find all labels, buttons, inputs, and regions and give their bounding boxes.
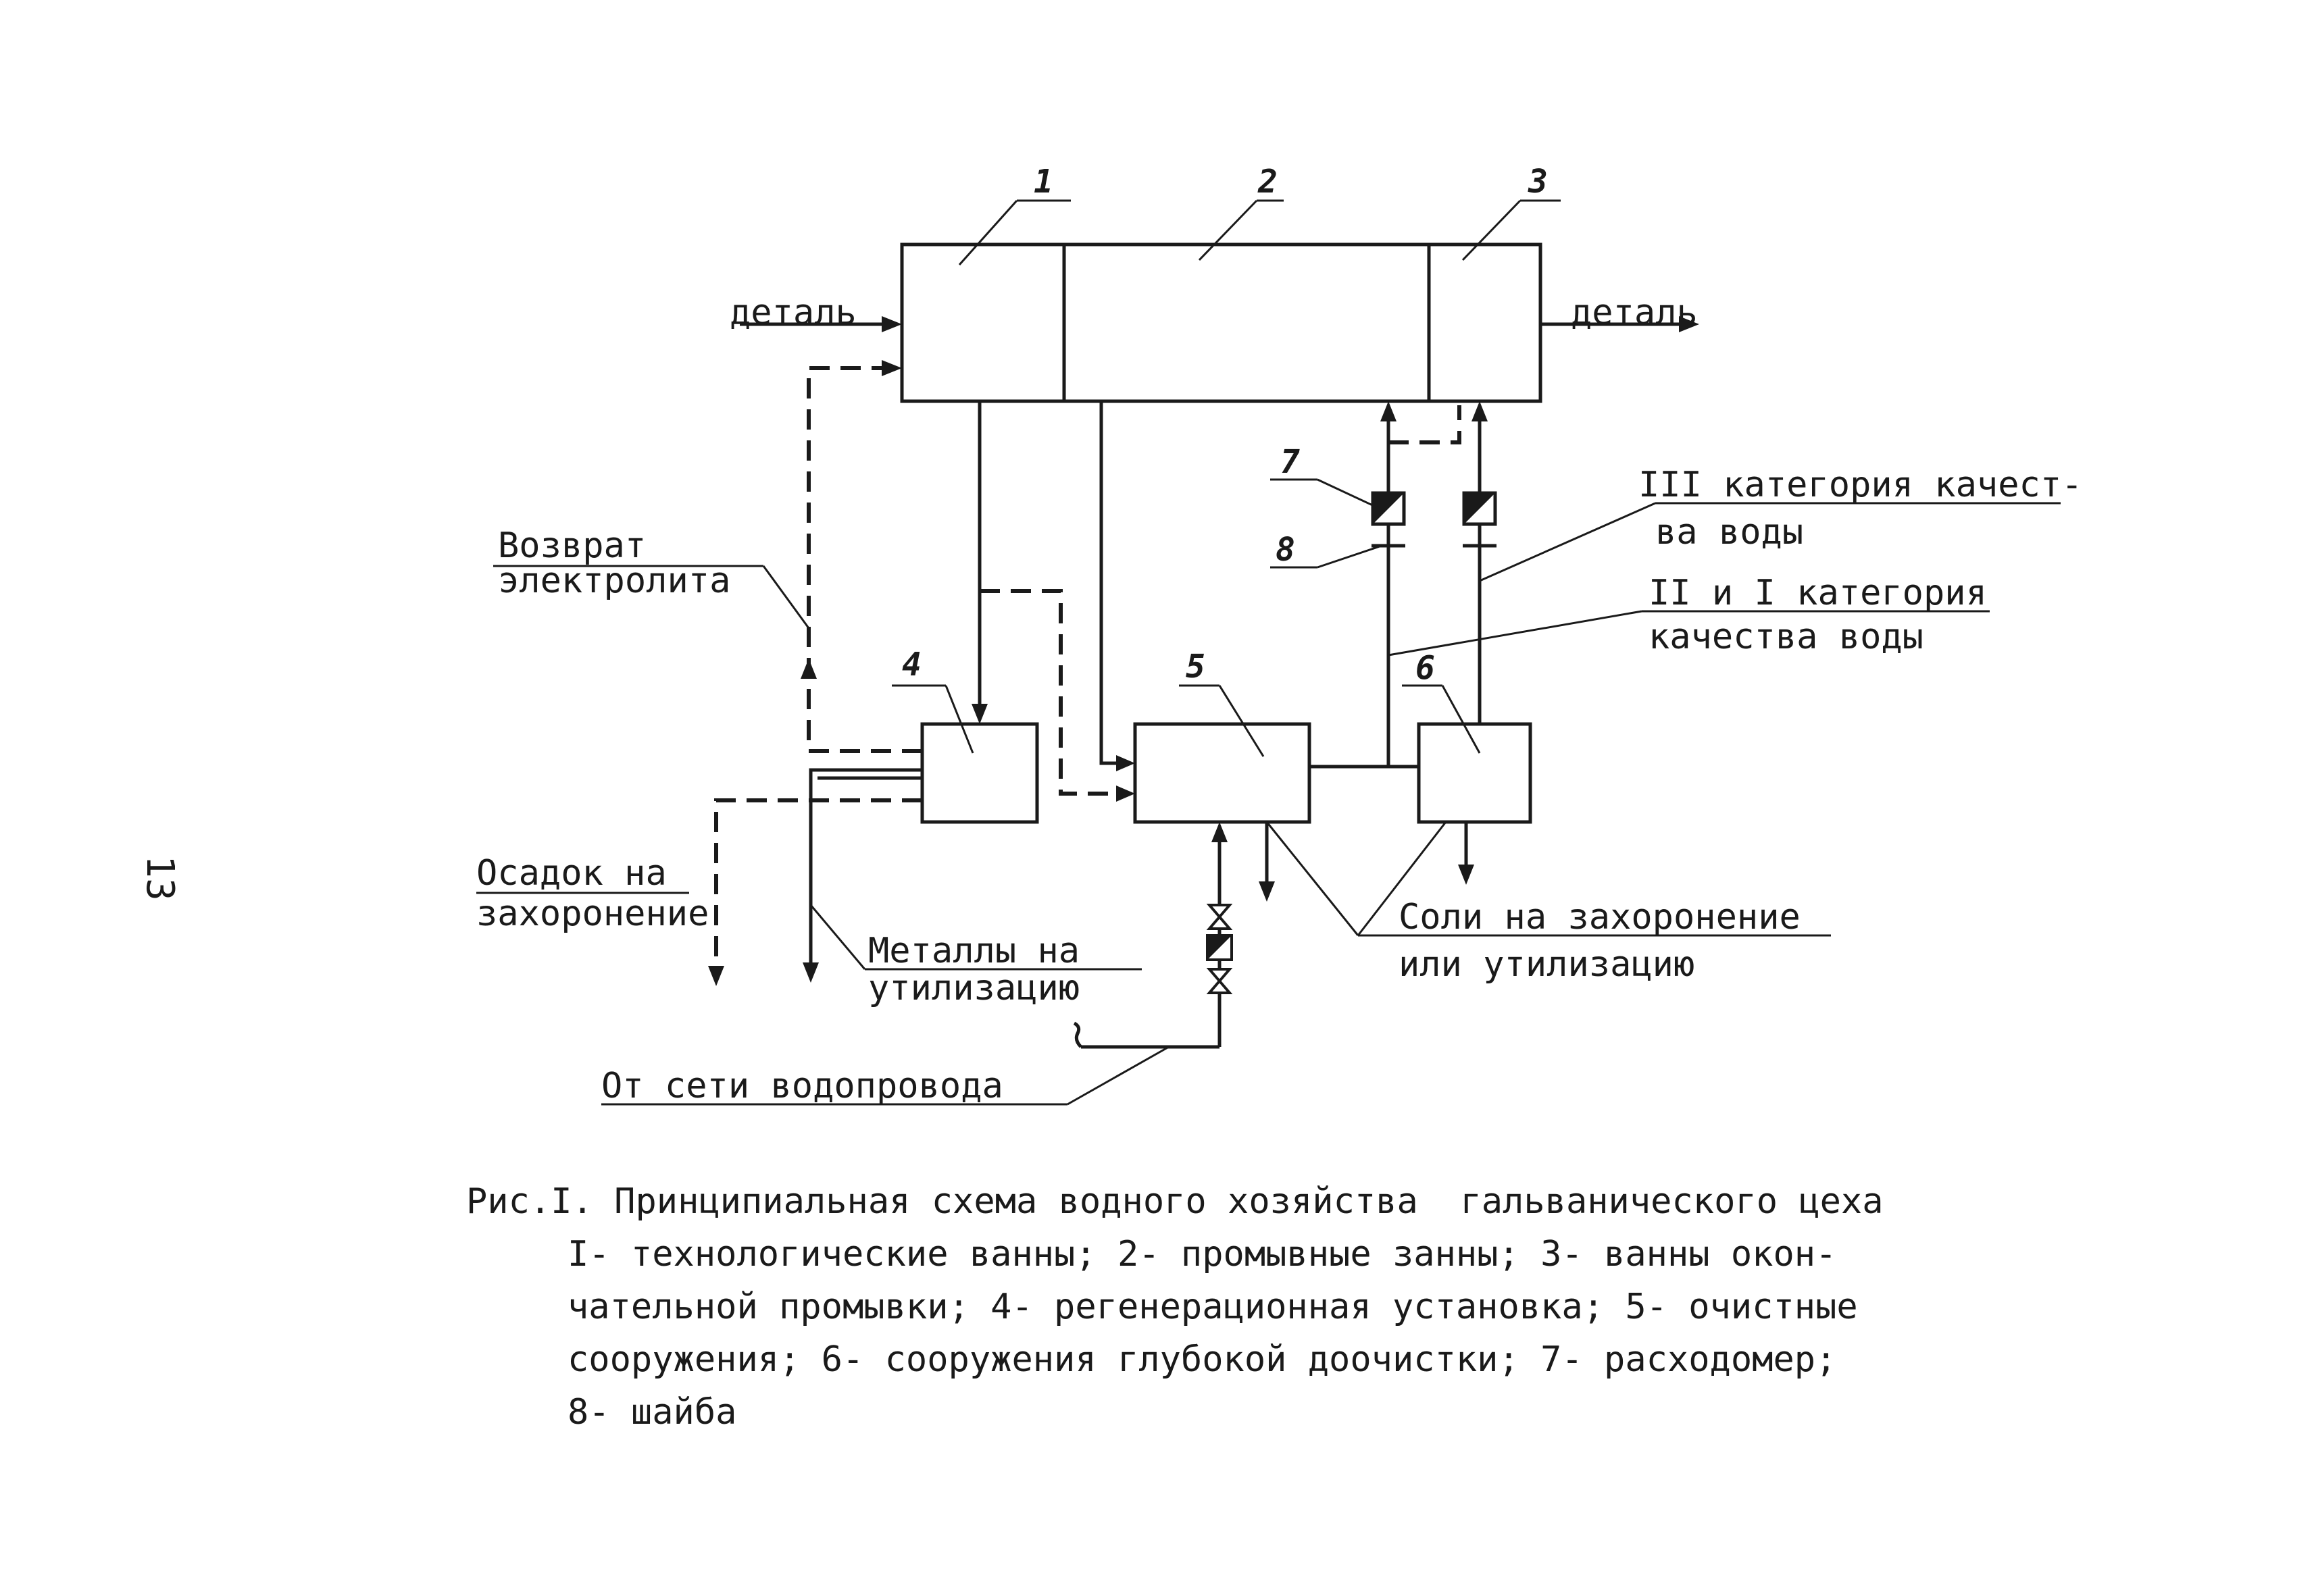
node-3-number: 3	[1528, 163, 1548, 201]
line-2-to-5	[1099, 401, 1118, 765]
node-6-number: 6	[1415, 649, 1435, 687]
metals-label-line2: утилизацию	[868, 968, 1080, 1008]
water-supply-leader	[601, 1046, 1169, 1106]
cat3-leader	[1479, 502, 2061, 582]
flowmeter-supply	[1206, 934, 1233, 961]
caption-legend-line: сооружения; 6- сооружения глубокой доочи…	[568, 1339, 1837, 1380]
treatment-facility-box	[1133, 722, 1311, 824]
arrow-2-to-5	[1116, 755, 1135, 771]
sediment-arrowhead	[708, 966, 724, 986]
leader-3	[1461, 199, 1561, 261]
detail-out-label: деталь	[1571, 292, 1698, 333]
return-label-line1: Возврат	[498, 525, 646, 566]
dashed-to-5	[980, 589, 1118, 796]
detail-out-arrowhead	[1679, 316, 1699, 332]
arrow-1-to-4	[972, 704, 988, 724]
metals-arrowhead	[803, 962, 819, 983]
salts-leader	[1265, 821, 1831, 937]
dashed-arrow-to-5	[1116, 786, 1135, 802]
detail-in-arrowhead	[882, 316, 902, 332]
leader-1	[958, 199, 1071, 266]
cat21-leader	[1388, 610, 1990, 657]
cat3-label-line1: III категория качест-	[1638, 465, 2082, 505]
salt-out-6-arrow	[1458, 865, 1474, 885]
flowmeter-7-left	[1371, 491, 1406, 526]
flowmeter-7-right	[1462, 491, 1497, 526]
node-7-number: 7	[1280, 443, 1300, 481]
water-supply-break	[1073, 1021, 1082, 1048]
cat21-label-line1: II и I категория	[1649, 573, 1987, 613]
figure-caption: Рис.I. Принципиальная схема водного хозя…	[466, 1175, 2020, 1439]
valve-upper	[1206, 904, 1233, 930]
sediment-label-line1: Осадок на	[476, 853, 667, 894]
leader-6	[1402, 684, 1481, 754]
caption-legend-line: 8- шайба	[568, 1392, 737, 1433]
deep-treatment-box	[1417, 722, 1532, 824]
detail-in-label: деталь	[730, 292, 857, 333]
cat21-label-line2: качества воды	[1649, 617, 1923, 657]
leader-8	[1270, 544, 1382, 569]
regeneration-unit-box	[920, 722, 1039, 824]
metals-line	[809, 768, 922, 962]
sediment-line	[714, 798, 922, 966]
water-supply-up-arrow	[1211, 822, 1228, 842]
cat3-label-line2: ва воды	[1655, 512, 1803, 552]
arrow-up-to-3a	[1380, 401, 1397, 421]
metals-leader	[809, 904, 1142, 971]
caption-title: Рис.I. Принципиальная схема водного хозя…	[466, 1181, 1884, 1222]
valve-lower	[1206, 968, 1233, 994]
water-supply-label: От сети водопровода	[601, 1066, 1003, 1106]
leader-7	[1270, 478, 1379, 509]
salt-out-5-arrow	[1259, 881, 1275, 902]
leader-4	[892, 684, 974, 754]
leader-5	[1179, 684, 1265, 757]
node-2-number: 2	[1257, 163, 1278, 201]
node-5-number: 5	[1186, 648, 1205, 686]
bath-block	[900, 242, 1542, 403]
dashed-link-3	[1388, 405, 1461, 444]
sediment-label-line2: захоронение	[476, 894, 709, 934]
electrolyte-return-up-arrow	[801, 659, 817, 679]
node-1-number: 1	[1034, 163, 1053, 201]
node-4-number: 4	[902, 646, 922, 684]
return-leader	[493, 565, 810, 629]
page-number: 13	[138, 855, 182, 900]
salts-label-line1: Соли на захоронение	[1399, 897, 1801, 937]
caption-legend-line: I- технологические ванны; 2- промывные з…	[568, 1234, 1837, 1275]
node-8-number: 8	[1276, 531, 1295, 569]
salts-label-line2: или утилизацию	[1399, 944, 1694, 985]
metals-label-line1: Металлы на	[868, 931, 1080, 971]
electrolyte-return-line	[807, 366, 922, 753]
leader-2	[1198, 199, 1284, 261]
arrow-up-to-3b	[1472, 401, 1488, 421]
caption-legend-line: чательной промывки; 4- регенерационная у…	[568, 1287, 1858, 1327]
electrolyte-return-arrowhead	[882, 360, 902, 376]
return-label-line2: электролита	[498, 561, 730, 601]
